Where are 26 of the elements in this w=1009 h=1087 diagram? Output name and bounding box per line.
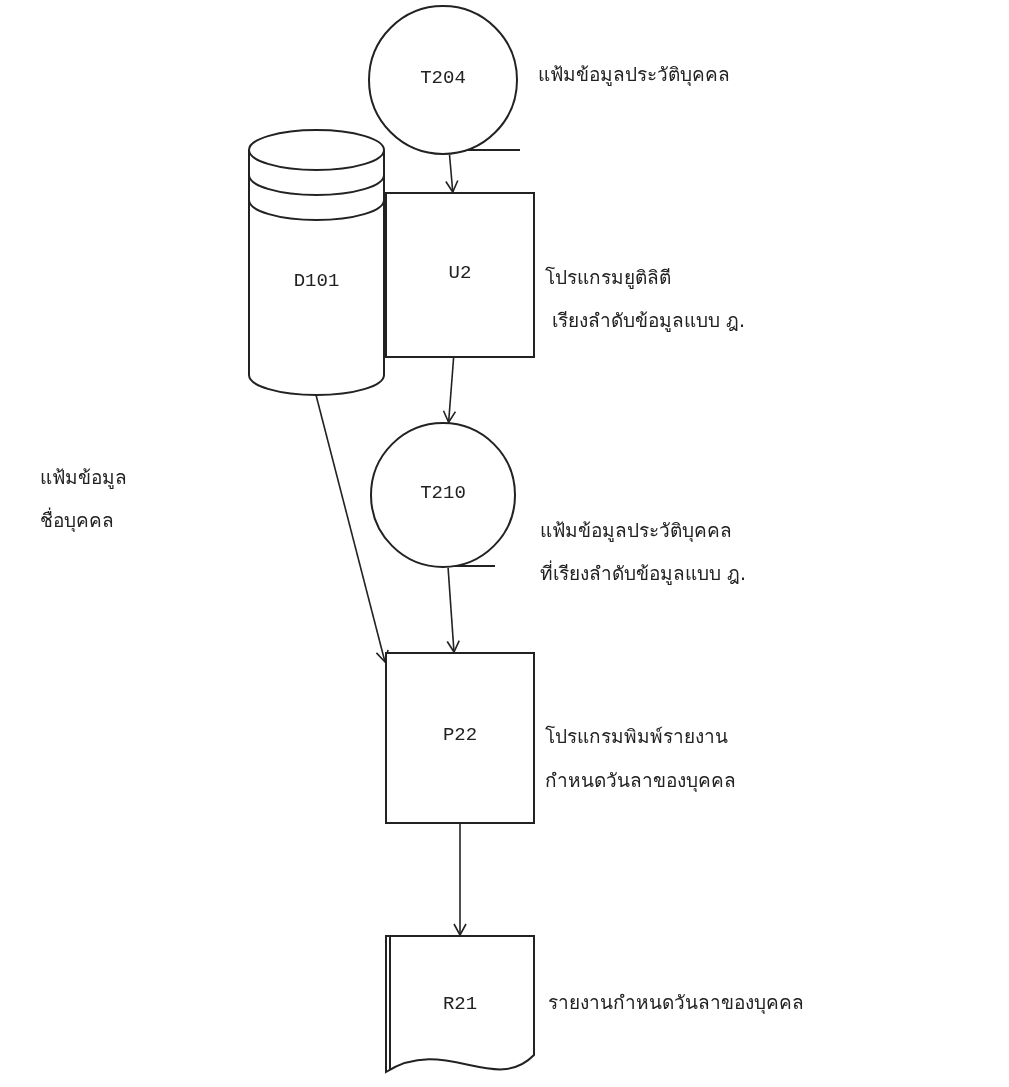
arrow	[453, 823, 467, 936]
node-label: U2	[448, 262, 472, 284]
description-text: กำหนดวันลาของบุคคล	[545, 768, 736, 793]
node-label: R21	[442, 993, 478, 1015]
node-label: T204	[420, 67, 466, 89]
tape-circle	[368, 5, 518, 155]
description-text: รายงานกำหนดวันลาของบุคคล	[548, 990, 804, 1015]
description-text: ที่เรียงลำดับข้อมูลแบบ ฎ.	[540, 561, 747, 586]
arrow	[446, 567, 460, 653]
description-text: เรียงลำดับข้อมูลแบบ ฎ.	[552, 308, 746, 333]
arrow	[445, 153, 459, 193]
process-box	[385, 652, 535, 824]
disk-cylinder	[248, 130, 385, 395]
description-text: ชื่อบุคคล	[40, 508, 114, 533]
node-label: T210	[420, 482, 466, 504]
arrow	[315, 394, 389, 663]
description-text: แฟ้มข้อมูล	[40, 465, 127, 490]
description-text: แฟ้มข้อมูลประวัติบุคคล	[540, 518, 732, 543]
description-text: โปรแกรมยูติลิตี	[545, 265, 671, 290]
node-label: P22	[442, 724, 478, 746]
process-box	[385, 192, 535, 358]
tape-circle	[370, 422, 516, 568]
arrow	[442, 357, 457, 424]
description-text: โปรแกรมพิมพ์รายงาน	[545, 724, 728, 749]
description-text: แฟ้มข้อมูลประวัติบุคคล	[538, 62, 730, 87]
node-label: D101	[293, 270, 340, 292]
